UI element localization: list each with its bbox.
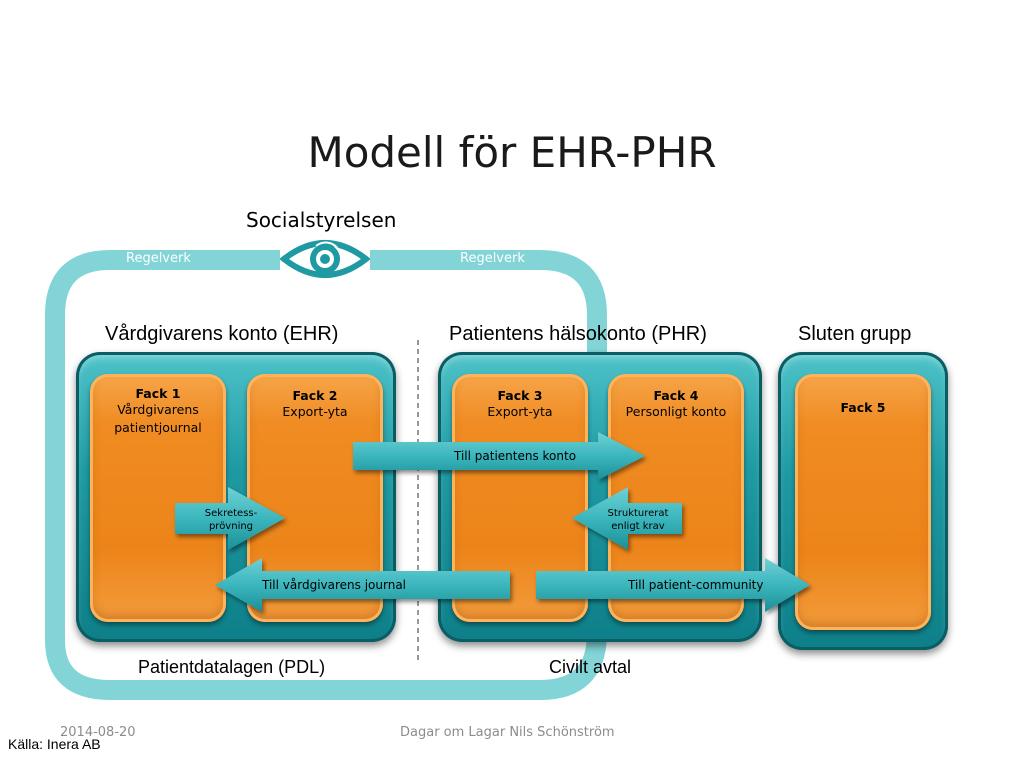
fack-2-title: Fack 2 [292, 388, 338, 403]
fack-5-title: Fack 5 [840, 400, 886, 415]
header-closed-group: Sluten grupp [798, 323, 912, 345]
arrow-label-to-patient-community: Till patient-community [628, 578, 764, 592]
arrow-to-caregiver-journal [215, 558, 510, 612]
fack-4-line-1: Personligt konto [625, 404, 727, 419]
arrow-label-secrecy-line-2: prövning [208, 521, 254, 532]
arrow-label-structured: Strukturerat enligt krav [600, 507, 676, 533]
arrow-label-to-caregiver-journal: Till vårdgivarens journal [262, 578, 406, 592]
arrow-label-secrecy-line-1: Sekretess- [204, 508, 258, 519]
authority-label: Socialstyrelsen [246, 208, 397, 232]
header-phr: Patientens hälsokonto (PHR) [449, 323, 707, 345]
fack-1-line-2: patientjournal [114, 420, 202, 435]
arrow-to-patient-account [353, 432, 645, 480]
arrow-label-to-patient-account: Till patientens konto [454, 449, 577, 463]
label-pdl: Patientdatalagen (PDL) [138, 657, 326, 677]
fack-4-title: Fack 4 [653, 388, 699, 403]
fack-2-line-1: Export-yta [282, 404, 348, 419]
label-civil-agreement: Civilt avtal [549, 657, 632, 677]
regelverk-label-right: Regelverk [460, 251, 525, 266]
source-label: Källa: Inera AB [8, 736, 101, 752]
regelverk-label-left: Regelverk [126, 251, 191, 266]
footer-date: 2014-08-20 [60, 725, 136, 740]
fack-1: Fack 1 Vårdgivarens patientjournal [90, 374, 226, 622]
footer-center: Dagar om Lagar Nils Schönström [400, 725, 615, 740]
slide-title: Modell för EHR-PHR [307, 128, 717, 177]
header-ehr: Vårdgivarens konto (EHR) [105, 323, 339, 345]
arrow-structured [572, 487, 682, 550]
arrow-label-structured-line-2: enligt krav [611, 521, 665, 532]
arrow-label-secrecy: Sekretess- prövning [196, 507, 266, 533]
fack-5: Fack 5 [795, 374, 931, 630]
arrow-label-structured-line-1: Strukturerat [607, 508, 669, 519]
arrow-to-patient-community [536, 558, 810, 612]
fack-3-title: Fack 3 [497, 388, 543, 403]
fack-1-line-1: Vårdgivarens [117, 402, 199, 417]
fack-1-title: Fack 1 [135, 386, 181, 401]
eye-icon [280, 240, 370, 278]
fack-3-line-1: Export-yta [487, 404, 553, 419]
arrow-secrecy-review [175, 487, 285, 550]
